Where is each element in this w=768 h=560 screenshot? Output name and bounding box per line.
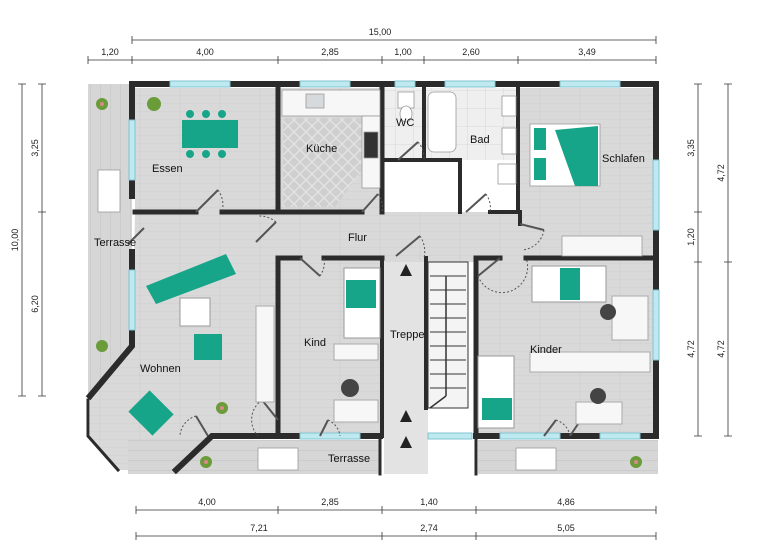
room-label-kind: Kind: [304, 337, 326, 349]
dim-left-segment: 3,25: [30, 139, 40, 157]
dimension-labels: 15,00 1,20 4,00 2,85 1,00 2,60 3,49 4,00…: [10, 27, 726, 533]
terrace-tables: [97, 169, 557, 471]
kid-room-furniture: [333, 267, 381, 423]
room-label-treppe: Treppe: [390, 329, 424, 341]
living-furniture: [128, 254, 275, 436]
dimension-lines: [18, 36, 732, 540]
dim-bottom-segment: 1,40: [420, 497, 438, 507]
dim-top-segment: 4,00: [196, 47, 214, 57]
dim-bottom-segment: 4,00: [198, 497, 216, 507]
room-label-kinder: Kinder: [530, 344, 562, 356]
kitchen-counters: [281, 89, 381, 189]
dim-top-segment: 1,00: [394, 47, 412, 57]
entry-arrows: [400, 264, 412, 448]
bathroom-fixtures: [397, 91, 517, 185]
staircase: [427, 261, 469, 409]
dim-bottom-total: 5,05: [557, 523, 575, 533]
windows: [128, 80, 660, 440]
dim-left-segment: 6,20: [30, 295, 40, 313]
room-label-wc: WC: [396, 117, 414, 129]
double-bed: [529, 123, 643, 257]
dim-top-segment: 2,60: [462, 47, 480, 57]
room-label-kueche: Küche: [306, 143, 337, 155]
dim-bottom-segment: 4,86: [557, 497, 575, 507]
plants: [96, 97, 642, 468]
dim-top-segment: 3,49: [578, 47, 596, 57]
dim-right-inner: 3,35: [686, 139, 696, 157]
dining-table: [182, 110, 238, 158]
dim-right-inner: 1,20: [686, 228, 696, 246]
room-label-wohnen: Wohnen: [140, 363, 181, 375]
dim-bottom-total: 7,21: [250, 523, 268, 533]
dim-top-segment: 1,20: [101, 47, 119, 57]
room-label-bad: Bad: [470, 134, 490, 146]
dim-right-inner: 4,72: [686, 340, 696, 358]
kids-room-furniture: [477, 265, 651, 429]
room-label-terrasse-south: Terrasse: [328, 453, 370, 465]
room-label-terrasse-west: Terrasse: [94, 237, 136, 249]
room-label-essen: Essen: [152, 163, 183, 175]
dim-top-segment: 2,85: [321, 47, 339, 57]
dim-bottom-segment: 2,85: [321, 497, 339, 507]
dim-right-outer: 4,72: [716, 164, 726, 182]
dim-right-outer: 4,72: [716, 340, 726, 358]
dim-left-total: 10,00: [10, 229, 20, 252]
room-labels: Essen Küche WC Bad Schlafen Flur Terrass…: [94, 117, 645, 465]
doors: [127, 141, 583, 437]
room-label-flur: Flur: [348, 232, 367, 244]
room-label-schlafen: Schlafen: [602, 153, 645, 165]
dim-bottom-total: 2,74: [420, 523, 438, 533]
dim-top-total: 15,00: [369, 27, 392, 37]
